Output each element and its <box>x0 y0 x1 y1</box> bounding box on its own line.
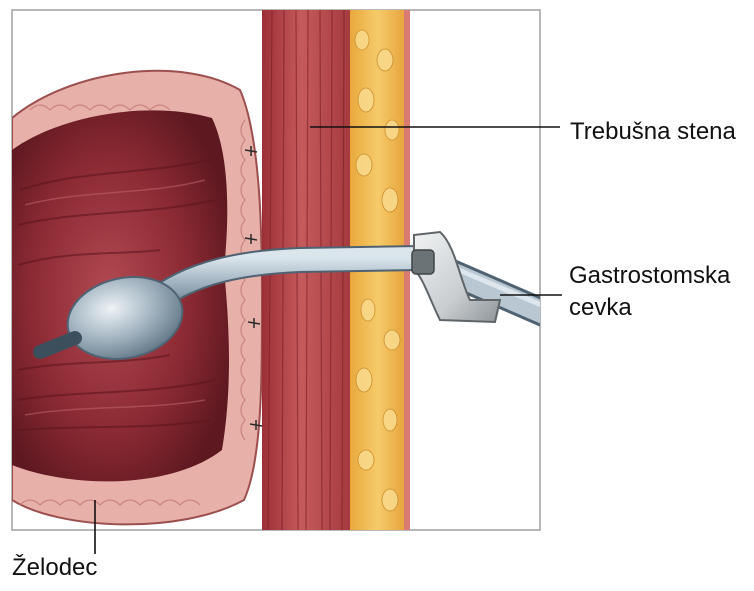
label-gastrostomy-tube: Gastrostomska cevka <box>569 260 730 325</box>
label-gastrostomy-tube-line1: Gastrostomska <box>569 260 730 292</box>
bolster-collar <box>412 250 434 274</box>
label-stomach: Želodec <box>12 552 97 584</box>
label-abdominal-wall: Trebušna stena <box>570 116 736 148</box>
label-gastrostomy-tube-line2: cevka <box>569 292 730 324</box>
